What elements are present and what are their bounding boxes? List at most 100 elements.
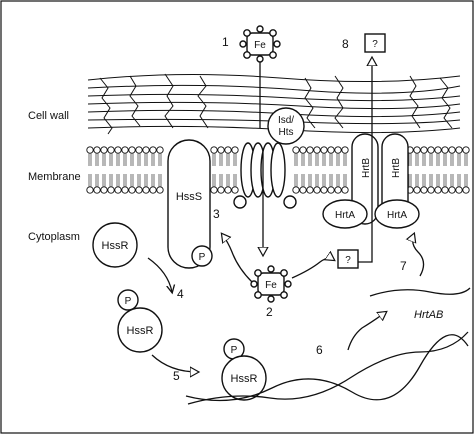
lipid-head: [135, 146, 143, 154]
lipid-tail: [443, 153, 447, 166]
lipid-head: [121, 186, 129, 194]
lipid-head: [107, 186, 115, 194]
step-8-number: 8: [342, 37, 349, 51]
lipid-head: [224, 186, 232, 194]
hrtab-mrna: [369, 287, 471, 297]
lipid-tail: [88, 153, 92, 166]
lipid-tail: [408, 174, 412, 187]
lipid-head: [142, 186, 150, 194]
lipid-tail: [151, 174, 155, 187]
lipid-tail: [219, 153, 223, 166]
lipid-tail: [343, 174, 347, 187]
lipid-tail: [457, 174, 461, 187]
isd-hts-protein: Isd/ Hts: [267, 107, 305, 145]
lipid-head: [231, 186, 239, 194]
lipid-tail: [144, 153, 148, 166]
isd-label: Isd/: [278, 115, 294, 126]
step-5-number: 5: [173, 369, 180, 383]
lipid-head: [107, 146, 115, 154]
lipid-head: [341, 186, 349, 194]
unknown-box-inside: [337, 249, 359, 269]
lipid-tail: [301, 153, 305, 166]
lipid-tail: [464, 174, 468, 187]
lipid-head: [413, 186, 421, 194]
lipid-head: [462, 146, 470, 154]
lipid-tail: [336, 153, 340, 166]
lipid-head: [224, 146, 232, 154]
lipid-head: [149, 146, 157, 154]
lipid-head: [149, 186, 157, 194]
lipid-head: [231, 146, 239, 154]
step-2-number: 2: [266, 305, 273, 319]
hssr-label-1: HssR: [102, 240, 129, 252]
lipid-head: [427, 146, 435, 154]
lipid-tail: [315, 174, 319, 187]
lipid-head: [121, 146, 129, 154]
lipid-head: [210, 186, 218, 194]
lipid-head: [441, 186, 449, 194]
lipid-tail: [123, 174, 127, 187]
hsss-label: HssS: [176, 191, 202, 203]
lipid-tail: [151, 153, 155, 166]
lipid-tail: [308, 174, 312, 187]
heme-fe-inside: Fe: [250, 265, 292, 303]
lipid-tail: [422, 174, 426, 187]
hrta-label-1: HrtA: [335, 210, 355, 221]
cytoplasm-label: Cytoplasm: [28, 231, 80, 243]
lipid-head: [313, 146, 321, 154]
lipid-tail: [450, 174, 454, 187]
lipid-tail: [429, 153, 433, 166]
step-7-arrow: [413, 234, 425, 277]
lipid-head: [292, 186, 300, 194]
lipid-head: [420, 146, 428, 154]
lipid-head: [135, 186, 143, 194]
lipid-tail: [95, 153, 99, 166]
lipid-tail: [301, 174, 305, 187]
lipid-head: [313, 186, 321, 194]
hrtab-gene-label: HrtAB: [414, 309, 443, 321]
fe-to-unknown-arrow: [291, 258, 334, 279]
lipid-tail: [226, 174, 230, 187]
lipid-head: [306, 186, 314, 194]
lipid-tail: [109, 174, 113, 187]
lipid-tail: [158, 174, 162, 187]
lipid-tail: [95, 174, 99, 187]
lipid-head: [86, 186, 94, 194]
lipid-head: [448, 146, 456, 154]
unknown-label-outside: ?: [372, 39, 378, 50]
lipid-tail: [436, 174, 440, 187]
lipid-head: [455, 186, 463, 194]
lipid-tail: [343, 153, 347, 166]
lipid-head: [334, 186, 342, 194]
lipid-tail: [88, 174, 92, 187]
lipid-tail: [443, 174, 447, 187]
lipid-head: [156, 146, 164, 154]
lipid-head: [100, 186, 108, 194]
lipid-head: [142, 146, 150, 154]
lipid-head: [217, 186, 225, 194]
lipid-tail: [329, 174, 333, 187]
lipid-tail: [415, 174, 419, 187]
lipid-head: [434, 146, 442, 154]
lipid-tail: [212, 174, 216, 187]
lipid-head: [448, 186, 456, 194]
lipid-tail: [233, 153, 237, 166]
phospho-label-3: P: [231, 345, 238, 356]
step-3-arrow: [222, 234, 253, 283]
lipid-head: [462, 186, 470, 194]
lipid-tail: [102, 153, 106, 166]
lipid-head: [299, 146, 307, 154]
lipid-head: [320, 146, 328, 154]
lipid-head: [341, 146, 349, 154]
lipid-tail: [109, 153, 113, 166]
lipid-head: [156, 186, 164, 194]
lipid-tail: [130, 153, 134, 166]
lipid-tail: [336, 174, 340, 187]
lipid-tail: [102, 174, 106, 187]
lipid-tail: [308, 153, 312, 166]
lipid-head: [93, 146, 101, 154]
lipid-tail: [294, 174, 298, 187]
step-4-arrow: [147, 257, 172, 292]
